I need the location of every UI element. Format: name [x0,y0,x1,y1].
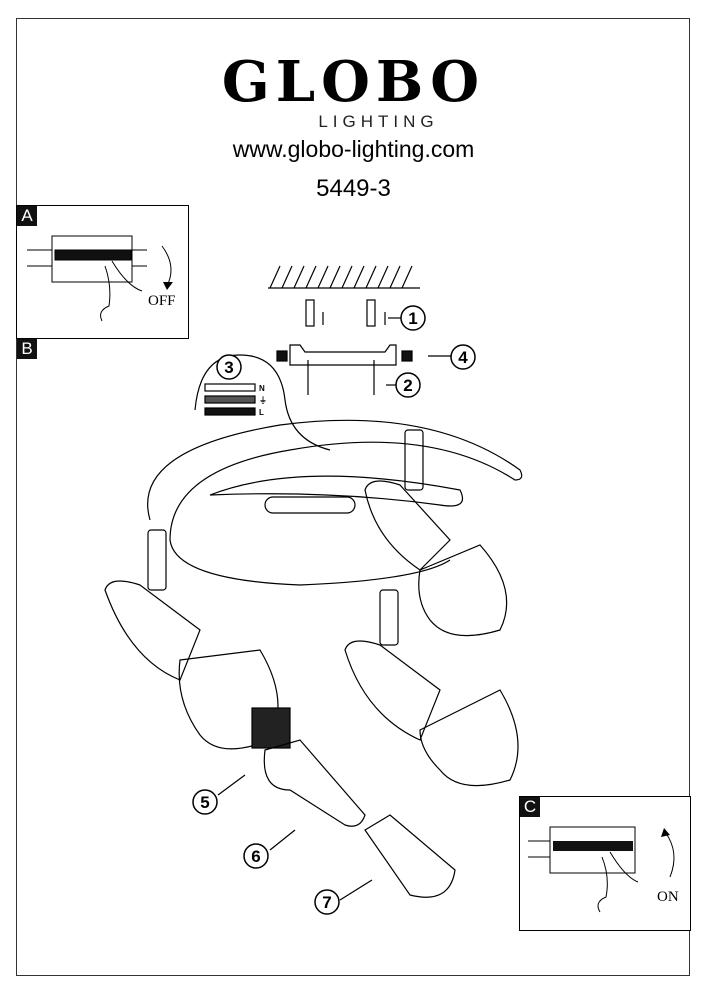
circuit-breaker-off-illustration [27,235,173,322]
switch-off-label: OFF [148,293,176,309]
step-b-tag: B [17,339,37,359]
circuit-breaker-on-illustration [528,826,675,913]
brand-logo: GLOBO [221,49,486,115]
page-border [16,18,690,976]
switch-on-label: ON [657,889,679,905]
step-c-panel: C ON [519,796,691,931]
step-c-tag: C [520,797,540,817]
model-number: 5449-3 [316,175,391,202]
website-url: www.globo-lighting.com [232,136,475,162]
step-a-tag: A [17,206,37,226]
brand-subtitle: LIGHTING [318,112,439,131]
step-a-panel: A OFF [16,205,189,339]
